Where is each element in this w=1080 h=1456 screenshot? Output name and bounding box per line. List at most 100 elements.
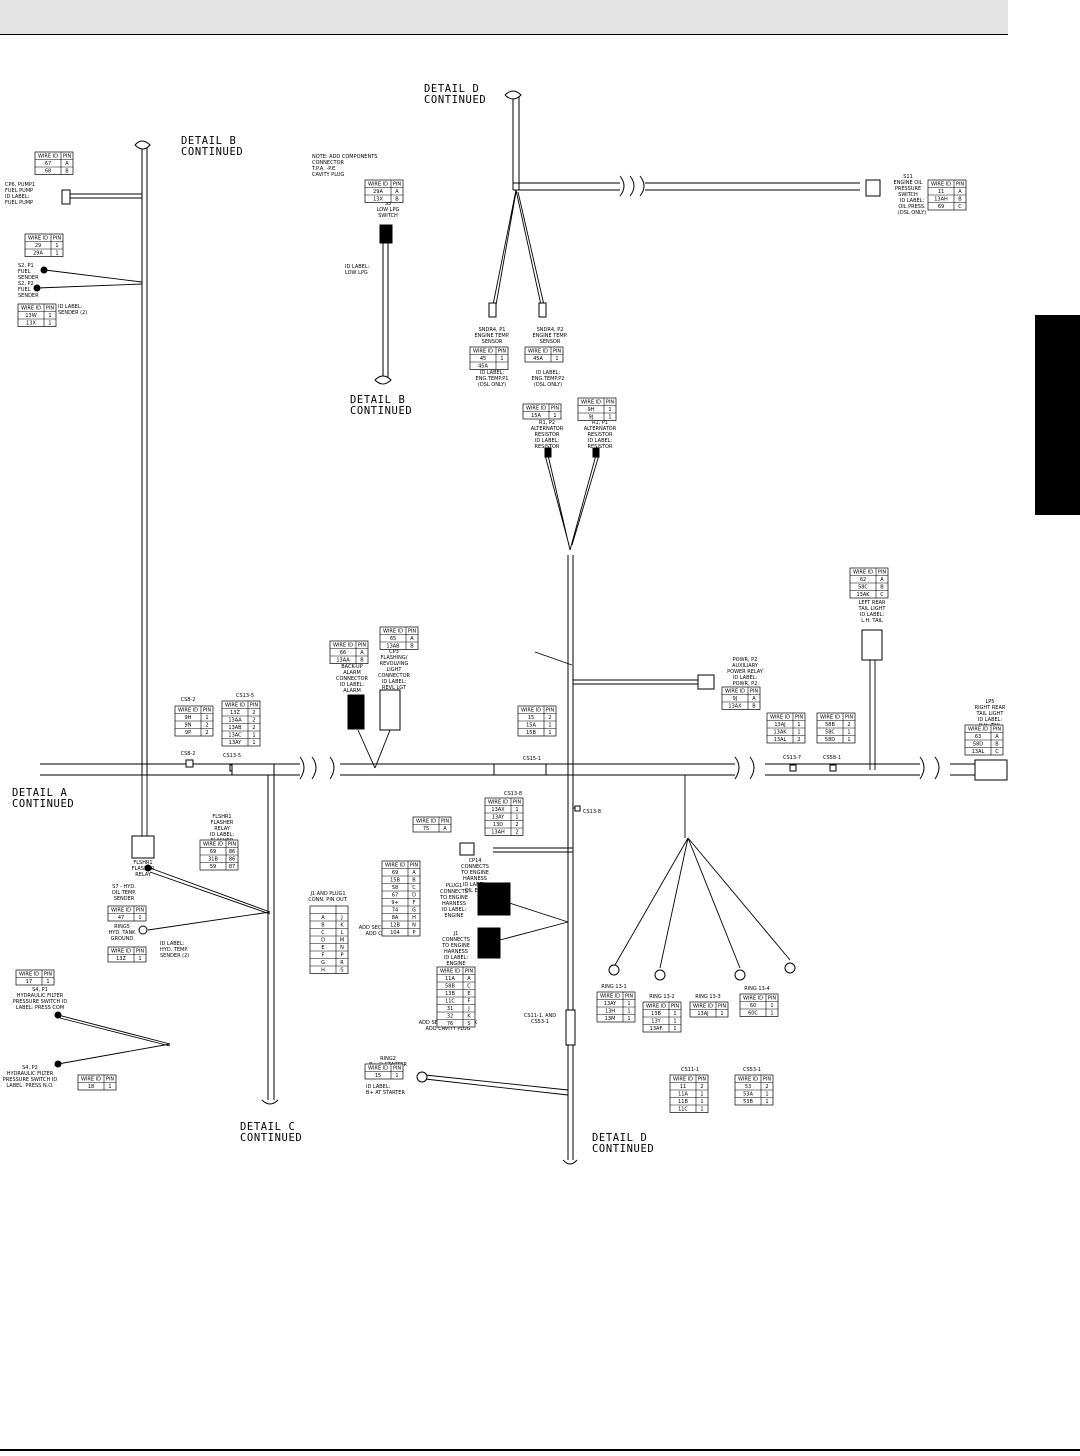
wire-table-header: WIRE ID [820,715,840,721]
wire-table-cell: 13AY [229,740,242,746]
wire-table-cell: 69 [938,204,944,210]
wire-table-cell: 1 [673,1011,676,1017]
wire-table-cell: 9N [185,723,192,729]
wire-table-cell: 1 [395,1073,398,1079]
wire-table-cell: 2 [515,830,518,836]
wire-table-cell: B [995,742,999,748]
break-symbol [134,140,151,150]
wire-table-cell: 1 [765,1099,768,1105]
wire-table-cell: 1 [720,1011,723,1017]
connector-ring2 [416,1071,428,1083]
wire-table-header: PIN [993,727,1001,733]
wire-table-cell: 58B [825,722,835,728]
wire-table-cell: 29A [33,251,43,257]
wire-table-cell: 1 [55,251,58,257]
wire-table-cell: 59 [210,864,216,870]
wire-table-cell: 13Z [230,710,240,716]
breakout-slash [534,651,573,666]
wire-table-cell: S [467,1021,470,1027]
wire-table-cell: B [958,197,962,203]
footer-rule [0,1449,1080,1451]
wire-table-cell: 13AK [773,730,787,736]
wire-table-frame [469,346,509,370]
connector-s11 [865,179,881,197]
wire-table-header: PIN [393,1066,401,1072]
wire-table-header: WIRE ID [931,182,951,188]
connector-r1p1 [592,447,600,458]
wire-table-header: PIN [203,708,211,714]
wire-table-cell: 13H [605,1009,615,1015]
label-cs58-1: CS58-1 [823,755,841,761]
wire-table-frame [24,233,64,257]
wire-table-cell: B [65,169,69,175]
wire-table-cell: D [412,893,416,899]
wire-table-cell: B [395,197,399,203]
wire-table-cell: 104 [390,930,400,936]
wire-table-header: PIN [53,236,61,242]
section-tab [1035,315,1080,515]
label-cs13-8-top: CS13-8 [504,791,522,797]
wire-table-header: PIN [358,643,366,649]
wire-table-cell: A [321,915,325,921]
connector-cp3 [379,689,401,731]
wire-table-cell: 86 [229,849,235,855]
wire-table-cell: N [412,923,416,929]
wire-table-cell: C [995,749,999,755]
breakout-powr [573,679,698,685]
wire-table-header: WIRE ID [111,908,131,914]
wire-table-cell: 58 [392,885,398,891]
wire-table-header: WIRE ID [383,629,403,635]
wire-table-cell: 87 [229,864,235,870]
wire-table-cell: 2 [205,730,208,736]
wire-table-cell: B [752,704,756,710]
wire-table-header: WIRE ID [28,236,48,242]
wire-table-header: WIRE ID [725,689,745,695]
wire-table-cell: 1 [673,1026,676,1032]
wire-table-frame [364,179,404,203]
wire-table-header: WIRE ID [178,708,198,714]
wire-table-cell: L [341,930,344,936]
label-cs13-5: CS13-5 [223,753,241,759]
wire-table-cell: 9J [589,415,594,421]
wire-table-header: WIRE ID [968,727,988,733]
wire-table-cell: 9H [588,407,595,413]
wire-table-cell: 13X [373,197,383,203]
page-header-bar [0,0,1008,35]
wire-table-frame [669,1074,709,1113]
connector-s7 [144,864,152,872]
wire-table-cell: 86 [229,857,235,863]
trunk-s11 [513,182,860,191]
connector-ring13-4 [784,962,796,974]
breakout-sndr4 [492,189,545,306]
wire-table-header: PIN [44,972,52,978]
wire-table-cell: 1 [252,740,255,746]
wire-table-cell: 11A [678,1092,688,1098]
wire-table-header: PIN [410,863,418,869]
wire-table-cell: 2 [515,822,518,828]
wire-table-header: PIN [250,703,258,709]
wire-table-cell: 13B [651,1011,661,1017]
wire-table-header: WIRE ID [368,1066,388,1072]
wire-table-cell: 1 [627,1016,630,1022]
wire-table-cell: 13AH [934,197,948,203]
wire-table-cell: 11C [445,999,455,1005]
connector-s3 [379,224,393,244]
trunk-detail-d-top [512,95,520,190]
